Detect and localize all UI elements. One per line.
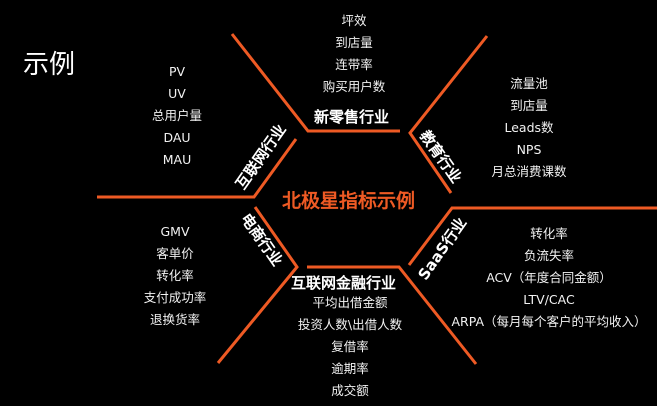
metric: 月总消费课数: [491, 164, 567, 179]
metric: 坪效: [341, 13, 367, 28]
metric: 流量池: [510, 76, 548, 91]
metric: 退换货率: [149, 312, 201, 327]
metric: 支付成功率: [143, 290, 207, 305]
metric: 转化率: [156, 268, 194, 283]
metric: PV: [168, 64, 186, 79]
ecommerce-metrics: GMV 客单价 转化率 支付成功率 退换货率: [144, 221, 207, 331]
metric: NPS: [516, 142, 542, 157]
metric: 逾期率: [331, 361, 369, 376]
metric: UV: [168, 86, 186, 101]
metric: 客单价: [156, 246, 194, 261]
metric: 转化率: [530, 226, 568, 241]
metric: GMV: [160, 224, 190, 239]
metric: MAU: [162, 152, 192, 167]
metric: 购买用户数: [322, 79, 386, 94]
metric: 到店量: [510, 98, 548, 113]
metric: ARPA（每月每个客户的平均收入）: [451, 314, 647, 329]
saas-metrics: 转化率 负流失率 ACV（年度合同金额） LTV/CAC ARPA（每月每个客户…: [451, 223, 646, 333]
industry-internet-finance: 互联网金融行业: [291, 274, 397, 292]
divider-left: [97, 138, 298, 199]
internet-finance-metrics: 平均出借金额 投资人数\出借人数 复借率 逾期率 成交额: [298, 292, 402, 402]
metric: 连带率: [335, 57, 373, 72]
divider-bottom-left: [216, 206, 299, 364]
education-metrics: 流量池 到店量 Leads数 NPS 月总消费课数: [491, 73, 566, 183]
metric: DAU: [163, 130, 191, 145]
industry-new-retail: 新零售行业: [314, 108, 390, 126]
divider-top-left: [230, 33, 400, 133]
metric: 负流失率: [523, 248, 574, 263]
metric: 投资人数\出借人数: [297, 317, 403, 332]
divider-right: [407, 206, 657, 266]
metric: 复借率: [331, 339, 369, 354]
metric: ACV（年度合同金额）: [486, 270, 612, 285]
center-title: 北极星指标示例: [282, 190, 416, 212]
metric: LTV/CAC: [523, 292, 575, 307]
metric: 到店量: [335, 35, 373, 50]
divider-bottom: [307, 265, 478, 365]
metric: 成交额: [331, 383, 369, 398]
page-title: 示例: [23, 50, 76, 80]
divider-top-right: [408, 35, 489, 194]
new-retail-metrics: 坪效 到店量 连带率 购买用户数: [323, 10, 386, 98]
metric: Leads数: [504, 120, 554, 135]
internet-metrics: PV UV 总用户量 DAU MAU: [152, 61, 202, 171]
metric: 总用户量: [151, 108, 203, 123]
metric: 平均出借金额: [312, 295, 388, 310]
